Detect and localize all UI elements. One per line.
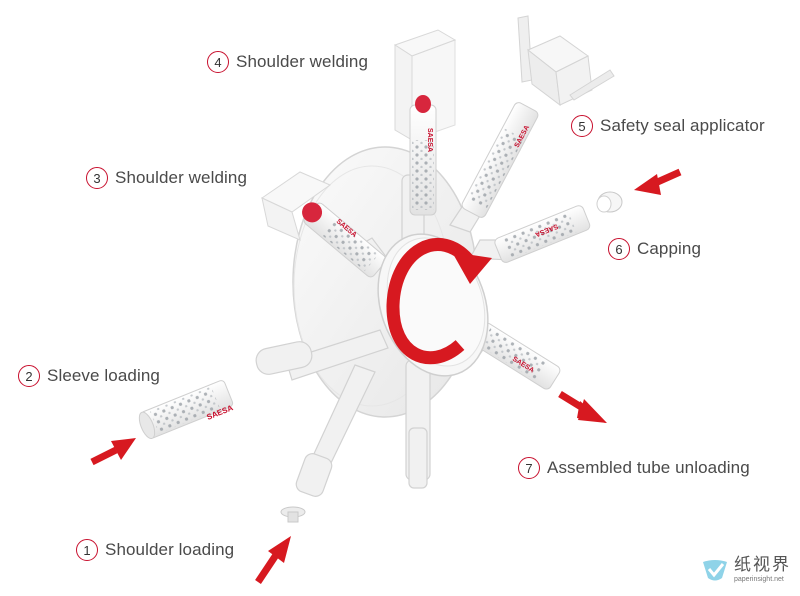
watermark-logo-icon: [703, 560, 727, 581]
tube-station-3: [302, 202, 387, 278]
step-4-shoulder-welding: 4 Shoulder welding: [207, 51, 368, 73]
step-number: 2: [18, 365, 40, 387]
step-label: Safety seal applicator: [600, 116, 765, 135]
arrow-unloading-icon: [558, 391, 607, 423]
tube-sleeve-loading: [138, 380, 234, 440]
step-number: 6: [608, 238, 630, 260]
watermark: 纸视界 paperinsight.net: [700, 556, 791, 584]
arrow-shoulder-loading-icon: [255, 536, 291, 584]
tube-station-5: [461, 102, 539, 218]
step-1-shoulder-loading: 1 Shoulder loading: [76, 539, 234, 561]
step-label: Shoulder welding: [115, 168, 248, 187]
tube-station-6: [494, 205, 591, 263]
step-number: 3: [86, 167, 108, 189]
tube-brand-label: SAESA: [426, 128, 433, 152]
safety-seal-unit: [517, 15, 615, 107]
rotation-arrow-icon: [386, 238, 492, 365]
tube-station-4: [409, 95, 437, 216]
step-2-sleeve-loading: 2 Sleeve loading: [18, 365, 160, 387]
step-number: 5: [571, 115, 593, 137]
arrow-sleeve-loading-icon: [90, 438, 136, 466]
welding-hood-3: [260, 171, 332, 241]
step-number: 7: [518, 457, 540, 479]
shoulder-part: [280, 506, 306, 523]
step-3-shoulder-welding: 3 Shoulder welding: [86, 167, 247, 189]
watermark-text: 纸视界: [734, 555, 791, 575]
step-label: Shoulder welding: [236, 52, 369, 71]
step-7-assembled-tube-unloading: 7 Assembled tube unloading: [518, 457, 750, 479]
step-label: Sleeve loading: [47, 366, 160, 385]
step-label: Assembled tube unloading: [547, 458, 750, 477]
arrow-capping-icon: [634, 168, 682, 195]
watermark-url: paperinsight.net: [734, 576, 784, 583]
cap: [596, 191, 623, 213]
step-number: 4: [207, 51, 229, 73]
step-5-safety-seal-applicator: 5 Safety seal applicator: [571, 115, 765, 137]
step-number: 1: [76, 539, 98, 561]
step-label: Capping: [637, 239, 702, 258]
step-6-capping: 6 Capping: [608, 238, 701, 260]
step-label: Shoulder loading: [105, 540, 235, 559]
